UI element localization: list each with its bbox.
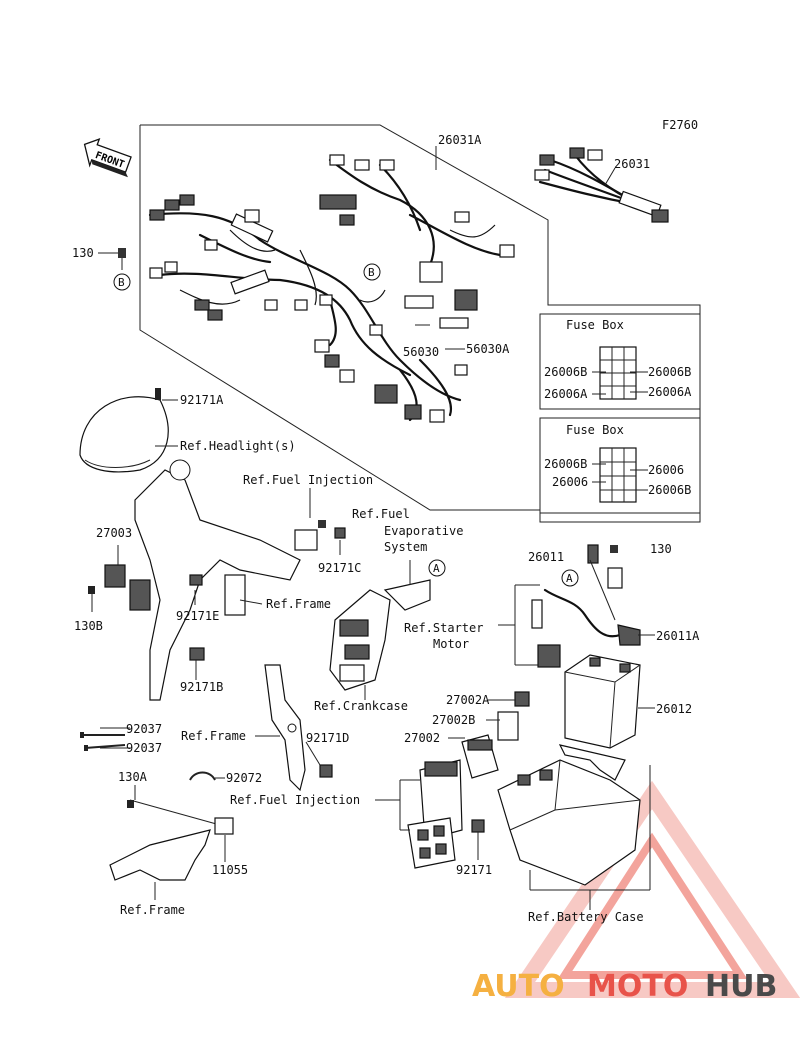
fuse-1-left-label-1: 26006B [544,365,587,379]
label-56030A: 56030A [466,342,510,356]
label-130B: 130B [74,619,103,633]
fuel-injection-bracket [294,520,346,551]
label-ref-headlight: Ref.Headlight(s) [180,439,296,453]
screw-130-icon [118,248,126,270]
label-ref-frame-2: Ref.Frame [181,729,246,743]
label-27002A: 27002A [446,693,490,707]
figure-code: F2760 [662,118,698,132]
label-92037-a: 92037 [126,722,162,736]
label-ref-frame-3: Ref.Frame [120,903,185,917]
circle-b-icon-2: B [363,263,381,281]
sub-harness-26031 [534,147,669,223]
fuse-1-right-label-1: 26006B [648,365,691,379]
fuse-1-left-label-2: 26006A [544,387,588,401]
circle-b-icon-1: B [113,273,131,291]
battery-case [471,744,641,886]
frame-left [104,459,301,701]
watermark-part-3: HUB [705,969,777,1004]
label-ref-fuel-evap-2: Evaporative [384,524,463,538]
watermark-part-2: MOTO [587,969,688,1004]
label-92171D: 92171D [306,731,349,745]
label-ref-starter-2: Motor [433,637,469,651]
label-26031: 26031 [614,157,650,171]
clip-92072 [189,771,216,781]
label-26031A: 26031A [438,133,482,147]
frame-middle [264,664,333,792]
label-92037-b: 92037 [126,741,162,755]
label-130A: 130A [118,770,148,784]
label-26011: 26011 [528,550,564,564]
harness-outline [139,124,701,523]
label-ref-fuel-evap-1: Ref.Fuel [352,507,410,521]
relay-27002B [497,711,519,741]
label-ref-starter-1: Ref.Starter [404,621,483,635]
label-27003: 27003 [96,526,132,540]
svg-text:B: B [368,266,375,279]
label-26012: 26012 [656,702,692,716]
label-130-right: 130 [650,542,672,556]
label-92171E: 92171E [176,609,219,623]
watermark-logo [504,780,800,998]
label-27002: 27002 [404,731,440,745]
watermark-text: AUTO MOTO HUB [472,969,777,1004]
label-92171A: 92171A [180,393,224,407]
label-11055: 11055 [212,863,248,877]
svg-text:B: B [118,276,125,289]
fuse-2-left-label-1: 26006B [544,457,587,471]
label-ref-fuel-injection-1: Ref.Fuel Injection [243,473,373,487]
relay-27002A [514,691,530,707]
frame-bottom [109,799,234,881]
fuse-box-2-title: Fuse Box [566,423,624,437]
label-26011A: 26011A [656,629,700,643]
main-wiring-harness [148,154,515,423]
label-92171: 92171 [456,863,492,877]
headlight-shell [79,388,169,473]
fuse-2-right-label-2: 26006B [648,483,691,497]
evaporative-bracket: A [383,559,446,611]
fuse-box-1-title: Fuse Box [566,318,624,332]
label-130-top: 130 [72,246,94,260]
label-ref-crankcase: Ref.Crankcase [314,699,408,713]
watermark-part-1: AUTO [472,969,565,1004]
starter-relay-area: A [498,544,641,668]
svg-text:A: A [566,572,573,585]
label-92072: 92072 [226,771,262,785]
fuse-2-left-label-2: 26006 [552,475,588,489]
fuse-2-right-label-1: 26006 [648,463,684,477]
label-56030: 56030 [403,345,439,359]
crankcase-part [329,589,391,691]
battery-26012 [564,654,641,749]
label-92171C: 92171C [318,561,361,575]
svg-text:A: A [433,562,440,575]
label-ref-battery-case: Ref.Battery Case [528,910,644,924]
fuse-box-2: Fuse Box 26006B 26006 26006 26006B [539,417,701,514]
fuse-1-right-label-2: 26006A [648,385,692,399]
fuse-box-1: Fuse Box 26006B 26006A 26006B 26006A [539,313,701,410]
label-92171B: 92171B [180,680,223,694]
front-arrow-icon: FRONT [83,138,132,178]
cable-tie-92037 [80,732,126,751]
label-ref-frame-1: Ref.Frame [266,597,331,611]
label-ref-fuel-injection-2: Ref.Fuel Injection [230,793,360,807]
module-27002 [461,734,499,779]
label-ref-fuel-evap-3: System [384,540,427,554]
screw-130B-icon [88,586,95,594]
label-27002B: 27002B [432,713,475,727]
ecu-module [407,759,463,869]
